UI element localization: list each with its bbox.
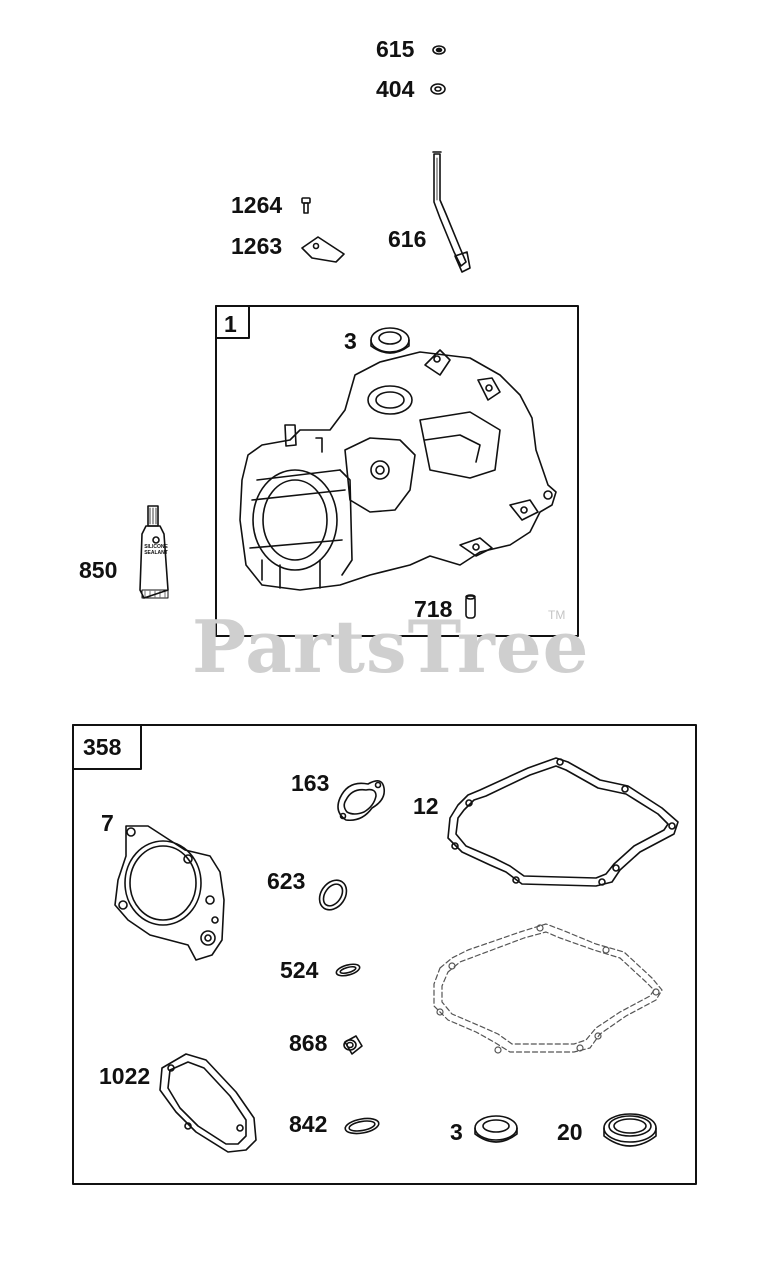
part-850-sealant-tube[interactable] [139, 505, 169, 599]
part-1022-gasket[interactable] [159, 1053, 257, 1153]
callout-3-kit[interactable]: 3 [450, 1119, 463, 1145]
part-868-grommet[interactable] [343, 1035, 363, 1055]
callout-20[interactable]: 20 [557, 1119, 583, 1145]
callout-1022[interactable]: 1022 [99, 1063, 151, 1089]
part-404-seal[interactable] [430, 83, 446, 95]
callout-616[interactable]: 616 [388, 226, 427, 252]
assembly-box-358 [72, 724, 697, 1185]
sealant-tube-label-line: SEALANT [144, 550, 168, 556]
part-3-oil-seal[interactable] [370, 327, 410, 354]
callout-623[interactable]: 623 [267, 868, 306, 894]
callout-615[interactable]: 615 [376, 36, 415, 62]
assembly-box-358-label: 358 [83, 734, 122, 760]
part-623-o-ring[interactable] [314, 875, 352, 915]
callout-404[interactable]: 404 [376, 76, 415, 102]
sealant-tube-label-line: SILICONE [144, 544, 168, 550]
part-616-dipstick-tube[interactable] [432, 151, 471, 273]
callout-524[interactable]: 524 [280, 957, 319, 983]
part-20-oil-seal[interactable] [603, 1113, 657, 1147]
part-1264-screw[interactable] [301, 197, 311, 214]
part-1-cylinder-block[interactable] [239, 349, 557, 591]
part-842-o-ring[interactable] [344, 1116, 380, 1136]
trademark-mark: TM [548, 608, 566, 622]
callout-850[interactable]: 850 [79, 557, 118, 583]
assembly-box-1-label: 1 [224, 311, 237, 337]
part-718-dowel-pin[interactable] [465, 594, 476, 619]
callout-1263[interactable]: 1263 [231, 233, 283, 259]
callout-163[interactable]: 163 [291, 770, 330, 796]
watermark-logo: PartsTree [192, 604, 590, 689]
part-7-head-gasket[interactable] [114, 825, 225, 961]
part-1263-bracket[interactable] [301, 236, 345, 263]
dashed-gasket-bolt-holes [436, 924, 660, 1054]
part-12-crankcase-gasket[interactable] [447, 757, 679, 887]
callout-868[interactable]: 868 [289, 1030, 328, 1056]
dashed-gasket-outline [433, 923, 663, 1053]
assembly-box-1 [215, 305, 579, 637]
callout-842[interactable]: 842 [289, 1111, 328, 1137]
part-524-seal[interactable] [335, 962, 361, 978]
callout-12[interactable]: 12 [413, 793, 439, 819]
callout-7[interactable]: 7 [101, 810, 114, 836]
part-163-gasket[interactable] [337, 780, 386, 822]
part-3-oil-seal-kit[interactable] [474, 1115, 518, 1143]
part-615-washer[interactable] [432, 45, 446, 55]
callout-718[interactable]: 718 [414, 596, 453, 622]
callout-1264[interactable]: 1264 [231, 192, 283, 218]
callout-3-top[interactable]: 3 [344, 328, 357, 354]
